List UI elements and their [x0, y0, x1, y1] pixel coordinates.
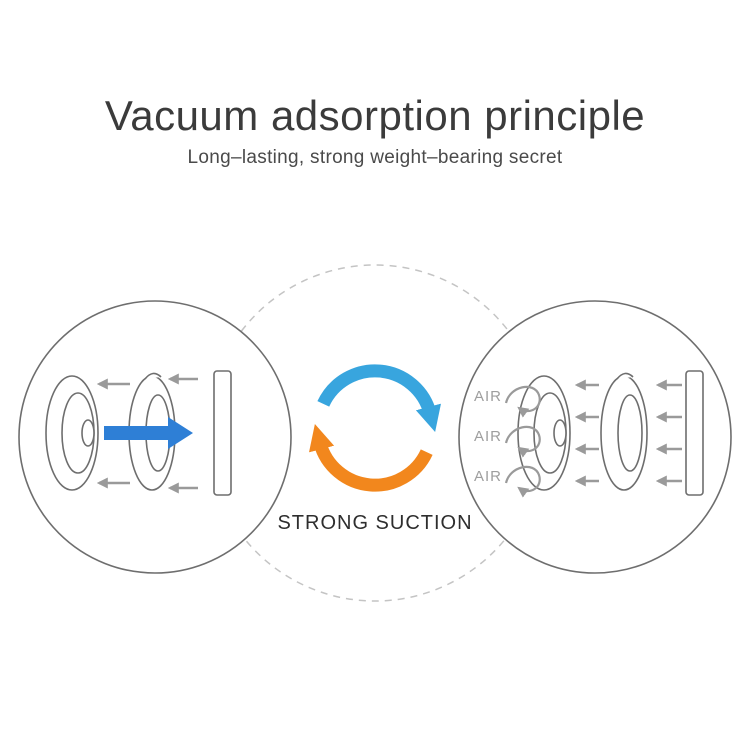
air-label: AIR	[474, 468, 502, 485]
air-label: AIR	[474, 388, 502, 405]
air-swirl-icon	[504, 465, 541, 498]
air-label: AIR	[474, 428, 502, 445]
push-arrow-icon	[104, 417, 193, 449]
air-swirl-icon	[504, 385, 541, 418]
disc-inner-icon	[617, 394, 643, 472]
press-stage-diagram	[18, 300, 292, 574]
cycle-arrow-blue-icon	[317, 364, 441, 433]
suction-cup-nub-icon	[81, 419, 95, 447]
strong-suction-label: STRONG SUCTION	[277, 512, 472, 534]
suction-cup-nub-icon	[553, 419, 567, 447]
suction-cycle-group: STRONG SUCTION	[277, 364, 472, 534]
page-subtitle: Long–lasting, strong weight–bearing secr…	[187, 147, 563, 168]
wall-icon	[213, 370, 232, 496]
right-stage-circle	[458, 300, 732, 574]
disc-hook-icon	[616, 372, 634, 380]
cycle-arrow-orange-icon	[309, 423, 433, 492]
page-title: Vacuum adsorption principle	[104, 92, 646, 139]
disc-hook-icon	[144, 372, 162, 380]
suction-stage-diagram: AIR AIR AIR	[458, 300, 732, 574]
air-swirl-icon	[504, 425, 541, 458]
wall-icon	[685, 370, 704, 496]
